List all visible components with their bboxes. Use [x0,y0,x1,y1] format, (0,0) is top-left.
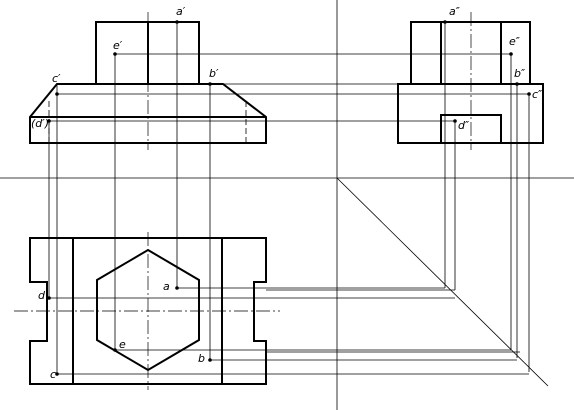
label-d-front: (d′) [31,117,49,130]
label-d-side: d″ [458,119,470,132]
point-d-side [453,119,457,123]
label-a-side: a″ [449,5,461,18]
label-a-top: a [163,280,170,293]
point-c-top [55,372,59,376]
miter-line [336,177,549,387]
point-e-side [509,52,513,56]
top-view [14,232,280,390]
point-d-top [47,296,51,300]
label-c-side: c″ [532,88,543,101]
point-b-front [208,82,212,86]
label-c-top: c [50,368,56,381]
label-d-top: d [38,289,46,302]
label-a-front: a′ [176,5,186,18]
label-b-front: b′ [209,67,219,80]
side-view-notch [440,114,502,143]
projection-lines [48,22,530,375]
point-b-side [515,82,519,86]
label-b-top: b [198,352,205,365]
side-view-base [397,83,544,144]
points [47,20,531,376]
side-view [397,12,544,150]
label-b-side: b″ [514,67,526,80]
point-c-side [527,92,531,96]
point-c-front [55,92,59,96]
point-e-top [113,348,117,352]
label-e-side: e″ [509,35,521,48]
point-e-front [113,52,117,56]
label-e-front: e′ [113,39,123,52]
point-a-front [175,20,179,24]
label-e-top: e [119,338,126,351]
labels: a′ e′ c′ b′ (d′) a″ e″ b″ c″ d″ a d e b … [31,5,543,381]
top-view-outline [29,237,267,385]
point-b-top [208,358,212,362]
front-view [29,12,267,150]
label-c-front: c′ [52,72,61,85]
point-a-top [175,286,179,290]
point-a-side [443,20,447,24]
point-d-front [47,119,51,123]
